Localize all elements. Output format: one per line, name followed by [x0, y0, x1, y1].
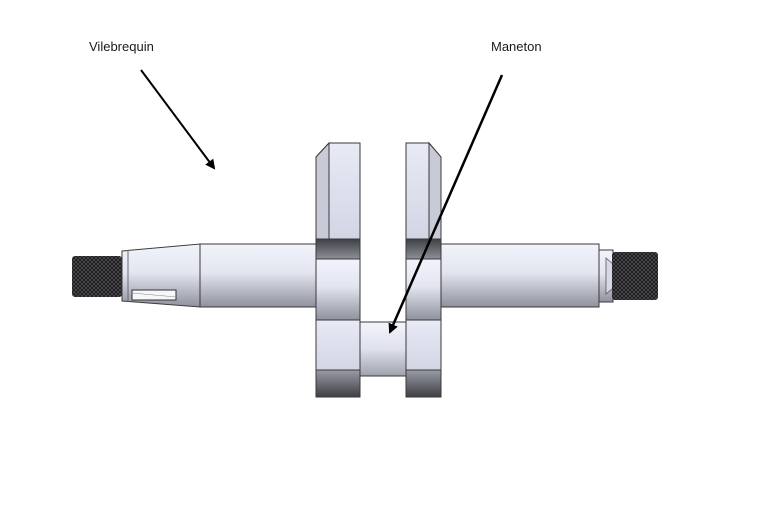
crankshaft-arrow — [140, 69, 216, 170]
right-main-journal — [440, 243, 600, 308]
right-thread — [612, 252, 658, 300]
crankpin-label: Maneton — [491, 39, 542, 54]
crankpin-arrow — [388, 74, 504, 334]
left-thread — [72, 256, 122, 297]
left-main-journal — [199, 243, 317, 308]
right-step — [598, 249, 614, 303]
left-crank-web — [315, 141, 361, 398]
right-crank-web — [405, 141, 442, 398]
crankpin — [359, 321, 407, 377]
left-taper — [121, 243, 201, 308]
crankshaft-label: Vilebrequin — [89, 39, 154, 54]
